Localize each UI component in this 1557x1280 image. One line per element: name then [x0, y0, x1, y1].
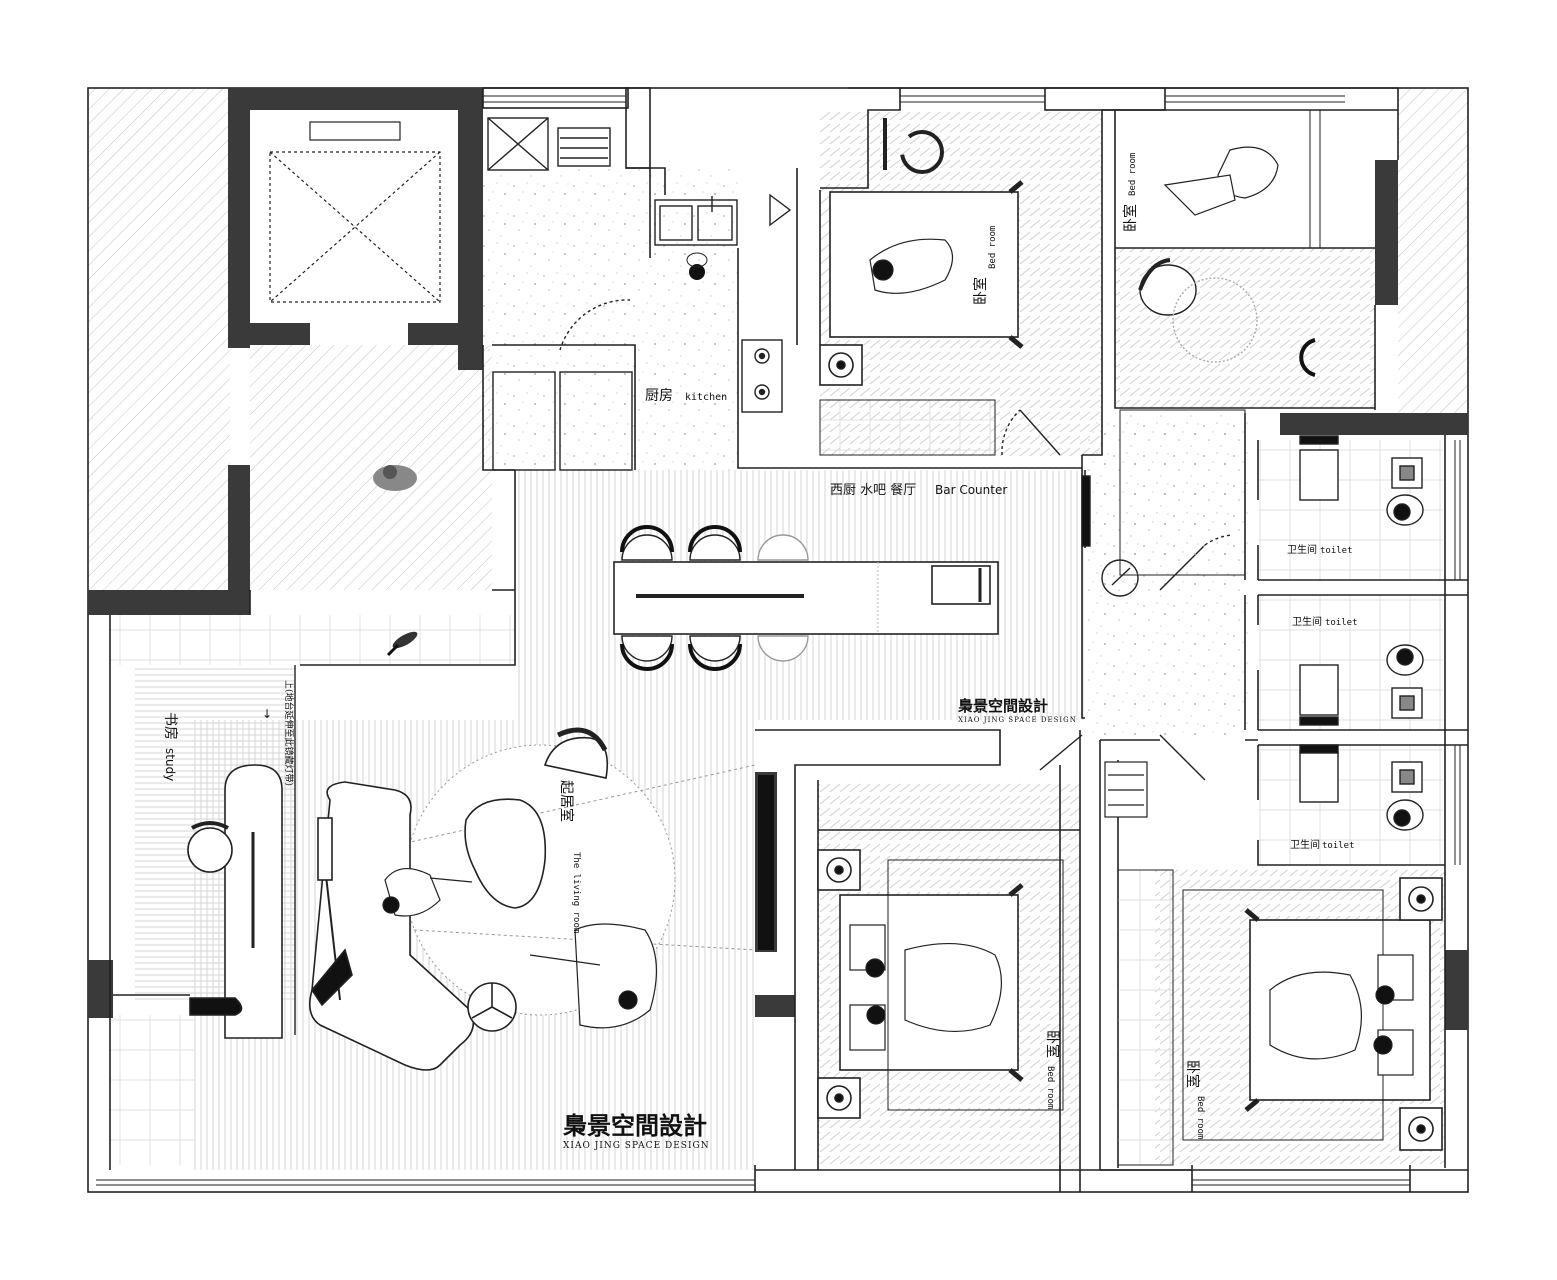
- armchair: [543, 727, 609, 779]
- round-mirror-top-mid: [883, 118, 944, 174]
- outer-boundary: [87, 87, 1469, 1193]
- bar-stools: [620, 525, 809, 671]
- cook-figure: [686, 252, 708, 280]
- brand-sub-large: XIAO JING SPACE DESIGN: [563, 1141, 710, 1151]
- terrace-right: [1398, 88, 1468, 413]
- sleeping-figures-bottom-mid: [849, 924, 1003, 1051]
- floor-lamp: [386, 631, 418, 657]
- bar-label-cn: 西厨 水吧 餐厅: [830, 482, 916, 498]
- study-platform-note: 上(地台延伸至此镜藏灯带): [283, 680, 295, 786]
- elevator-shaft: [269, 121, 441, 303]
- sleeping-figures-bottom-right: [1269, 954, 1414, 1076]
- kitchen-label-cn: 厨房: [645, 388, 673, 404]
- bar-counter: [613, 561, 999, 635]
- sofa: [309, 781, 475, 1071]
- kitchen-fixtures: [487, 117, 792, 471]
- bedroom-top-right-en: Bed room: [1128, 153, 1138, 196]
- study-desk: [189, 764, 283, 1039]
- bedroom-bottom-mid-cn: 卧室: [1044, 1030, 1061, 1058]
- toilet-3-cn: 卫生间: [1290, 838, 1320, 851]
- wardrobe-top-mid: [819, 399, 996, 456]
- nightstand-bottom-right-1: [1399, 877, 1443, 921]
- sleeping-figure-top-right: [1163, 146, 1279, 216]
- wardrobe-floor-left: [110, 1015, 195, 1165]
- rug-radius-line-2: [329, 924, 756, 951]
- lounge-chair-top-right: [1138, 258, 1258, 363]
- nightstand-bottom-mid-2: [817, 1077, 861, 1119]
- toilet-2-fixtures: [1299, 644, 1424, 726]
- toilet-3-fixtures: [1299, 744, 1424, 831]
- round-mirror-top-right: [1299, 338, 1316, 377]
- terrace-left: [88, 88, 230, 593]
- brand-name-small: 梟景空間設計: [957, 697, 1048, 715]
- kitchen-floor: [483, 168, 738, 473]
- toilet-1-fixtures: [1299, 435, 1424, 526]
- kitchen-label-en: kitchen: [685, 392, 727, 403]
- bedroom-bottom-mid-en: Bed room: [1045, 1066, 1055, 1109]
- bedroom-bottom-right-en: Bed room: [1195, 1096, 1205, 1139]
- tv-wall-panel: [758, 775, 774, 950]
- brand-sub-small: XIAO JING SPACE DESIGN: [958, 716, 1077, 724]
- nightstand-bottom-mid-1: [817, 849, 861, 891]
- sleeping-figure-top-mid: [869, 238, 954, 294]
- nightstand-top-mid: [819, 344, 863, 386]
- toilet-2-cn: 卫生间: [1292, 615, 1322, 628]
- study-label-cn: 书房: [162, 712, 178, 740]
- living-label-en: The living room: [571, 852, 581, 933]
- toilet-1-en: toilet: [1320, 546, 1353, 556]
- bedroom-top-mid-cn: 卧室: [972, 277, 989, 305]
- windows: [96, 95, 1461, 1186]
- study-arrow-glyph: ↓: [262, 707, 272, 721]
- shower-top-right: [1119, 409, 1246, 576]
- bedroom-top-right-cn: 卧室: [1122, 204, 1139, 232]
- balcony-tiles-left: [110, 615, 515, 665]
- toilet-1-cn: 卫生间: [1287, 543, 1317, 556]
- sofa-figure: [382, 868, 473, 917]
- living-label-cn: 起居室: [558, 780, 575, 822]
- toilet-3-en: toilet: [1322, 841, 1355, 851]
- standing-figure: [373, 465, 417, 491]
- bar-label-en: Bar Counter: [935, 483, 1007, 497]
- bedroom-top-mid-en: Bed room: [988, 226, 998, 269]
- elevator-hall-floor: [250, 345, 492, 590]
- reading-figure: [529, 923, 657, 1029]
- toilet-2-en: toilet: [1325, 618, 1358, 628]
- wardrobe-bottom-right: [1117, 869, 1174, 1166]
- side-table: [467, 982, 517, 1032]
- study-chair: [187, 821, 233, 873]
- lounge-chair: [464, 798, 547, 909]
- bedroom-bottom-right-cn: 卧室: [1184, 1060, 1201, 1088]
- partition-walls: [109, 87, 1468, 1192]
- nightstand-bottom-right-2: [1399, 1107, 1443, 1151]
- study-label-en: study: [163, 748, 177, 781]
- brand-name-large: 梟景空間設計: [562, 1111, 707, 1140]
- vanity-bottom-right: [1104, 761, 1148, 818]
